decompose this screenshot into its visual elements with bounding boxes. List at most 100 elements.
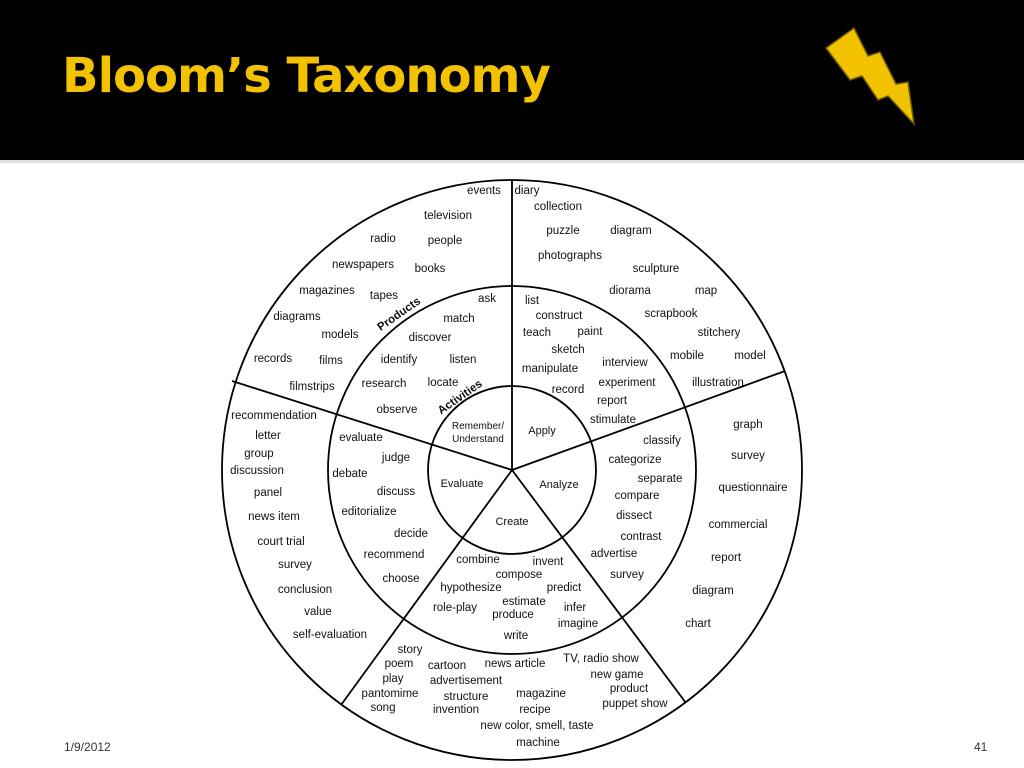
product-group: group [244,448,273,460]
activity-compose: compose [496,569,543,581]
product-pantomime: pantomime [362,688,419,700]
level-apply: Apply [528,425,556,437]
divider-left [231,380,513,471]
activity-recommend: recommend [364,549,425,561]
activity-listen: listen [450,354,477,366]
product-books: books [415,263,446,275]
product-invention: invention [433,704,479,716]
product-letter: letter [255,430,281,442]
activity-teach: teach [523,327,551,339]
product-play: play [382,673,403,685]
activity-discover: discover [409,332,452,344]
activity-list: list [525,295,540,307]
product-graph: graph [733,419,762,431]
activity-dissect: dissect [616,510,653,522]
product-recipe: recipe [519,704,550,716]
product-radio: radio [370,233,396,245]
product-map: map [695,285,717,297]
product-news-item: news item [248,511,300,523]
product-scrapbook: scrapbook [644,308,697,320]
activity-judge: judge [381,452,410,464]
activity-manipulate: manipulate [522,363,578,375]
level-remember-understand-line2: Understand [452,434,504,445]
level-create: Create [495,516,528,528]
product-films: films [319,355,343,367]
divider-bottom-left [340,469,513,706]
product-new-color-smell-taste: new color, smell, taste [480,720,593,732]
activity-report: report [597,395,628,407]
product-machine: machine [516,737,559,749]
activity-experiment: experiment [599,377,657,389]
product-news-article: news article [485,658,546,670]
product-stitchery: stitchery [698,327,741,339]
product-events: events [467,185,501,197]
activity-survey: survey [610,569,644,581]
footer-date: 1/9/2012 [64,740,111,754]
activity-choose: choose [382,573,419,585]
activity-invent: invent [533,556,564,568]
activity-role-play: role-play [433,602,477,614]
activity-research: research [362,378,407,390]
product-song: song [371,702,396,714]
product-photographs: photographs [538,250,602,262]
level-analyze: Analyze [539,479,578,491]
product-filmstrips: filmstrips [289,381,335,393]
activity-record: record [552,384,585,396]
activity-locate: locate [428,377,459,389]
product-report: report [711,552,742,564]
product-new-game: new game [590,669,643,681]
title-bar [0,0,1024,160]
activity-separate: separate [638,473,683,485]
activity-write: write [503,630,528,642]
product-diagram: diagram [610,225,652,237]
product-models: models [321,329,358,341]
product-recommendation: recommendation [231,410,317,422]
product-discussion: discussion [230,465,284,477]
product-court-trial: court trial [257,536,304,548]
product-people: people [428,235,463,247]
product-diagram: diagram [692,585,734,597]
product-tapes: tapes [370,290,398,302]
level-remember-understand: Remember/ [452,421,504,432]
product-structure: structure [444,691,489,703]
product-diary: diary [515,185,540,197]
activity-advertise: advertise [591,548,638,560]
activity-combine: combine [456,554,499,566]
activity-contrast: contrast [621,531,663,543]
slide-title: Bloom’s Taxonomy [62,48,551,104]
product-self-evaluation: self-evaluation [293,629,367,641]
activity-hypothesize: hypothesize [440,582,501,594]
activity-construct: construct [536,310,583,322]
activity-compare: compare [615,490,660,502]
product-illustration: illustration [692,377,744,389]
product-story: story [398,644,423,656]
product-diagrams: diagrams [273,311,321,323]
activity-estimate: estimate [502,596,545,608]
activity-decide: decide [394,528,428,540]
activity-sketch: sketch [551,344,584,356]
product-sculpture: sculpture [633,263,680,275]
footer-page-number: 41 [974,740,988,754]
product-collection: collection [534,201,582,213]
product-commercial: commercial [709,519,768,531]
product-survey: survey [731,450,765,462]
activity-paint: paint [578,326,604,338]
product-television: television [424,210,472,222]
activity-classify: classify [643,435,681,447]
product-conclusion: conclusion [278,584,332,596]
product-chart: chart [685,618,711,630]
activity-observe: observe [377,404,418,416]
level-evaluate: Evaluate [441,478,484,490]
lightning-bolt-icon [824,26,916,127]
activity-stimulate: stimulate [590,414,636,426]
product-advertisement: advertisement [430,675,503,687]
product-survey: survey [278,559,312,571]
activity-produce: produce [492,609,534,621]
product-newspapers: newspapers [332,259,394,271]
product-mobile: mobile [670,350,704,362]
activity-editorialize: editorialize [342,506,397,518]
activity-discuss: discuss [377,486,416,498]
divider-bottom-right [511,469,687,704]
activity-match: match [443,313,474,325]
